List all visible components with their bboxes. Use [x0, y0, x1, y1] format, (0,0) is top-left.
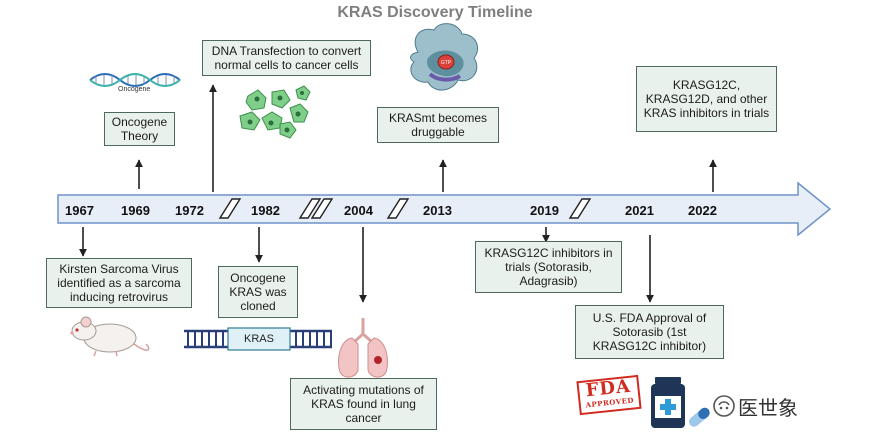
fda-approved-stamp: FDA APPROVED [576, 374, 642, 416]
event-box-1969: Oncogene Theory [104, 112, 175, 146]
event-box-2021: U.S. FDA Approval of Sotorasib (1st KRAS… [575, 305, 724, 359]
kras-protein-icon [410, 23, 478, 91]
oncogene-dna-icon [89, 73, 181, 87]
timeline-break-marks [218, 198, 592, 219]
event-box-2019: KRASG12C inhibitors in trials (Sotorasib… [475, 241, 622, 293]
kras-gene-dna-icon [184, 327, 332, 351]
oncogene-logo-label: Oncogene [118, 86, 151, 93]
lungs-icon [338, 318, 388, 378]
year-1969: 1969 [121, 203, 150, 218]
year-1972: 1972 [175, 203, 204, 218]
kras-gene-label: KRAS [244, 333, 274, 345]
year-1967: 1967 [65, 203, 94, 218]
year-2013: 2013 [423, 203, 452, 218]
cancer-cells-icon [239, 85, 311, 139]
year-2019: 2019 [530, 203, 559, 218]
event-box-2004: Activating mutations of KRAS found in lu… [290, 378, 437, 430]
event-box-2022: KRASG12C, KRASG12D, and other KRAS inhib… [636, 66, 777, 132]
event-box-1982: Oncogene KRAS was cloned [218, 266, 298, 318]
event-box-2013: KRASmt becomes druggable [377, 107, 499, 143]
mouse-icon [70, 316, 150, 357]
event-box-1967: Kirsten Sarcoma Virus identified as a sa… [46, 258, 192, 308]
diagram-title: KRAS Discovery Timeline [337, 4, 533, 21]
timeline-arrow [57, 181, 832, 237]
watermark-text: 医世象 [738, 396, 798, 420]
year-2022: 2022 [688, 203, 717, 218]
year-1982: 1982 [251, 203, 280, 218]
year-2021: 2021 [625, 203, 654, 218]
gtp-label: GTP [441, 60, 452, 66]
event-box-1972: DNA Transfection to convert normal cells… [202, 40, 371, 76]
medicine-bottle-icon [651, 377, 710, 428]
year-2004: 2004 [344, 203, 373, 218]
wechat-logo-icon [713, 395, 735, 417]
